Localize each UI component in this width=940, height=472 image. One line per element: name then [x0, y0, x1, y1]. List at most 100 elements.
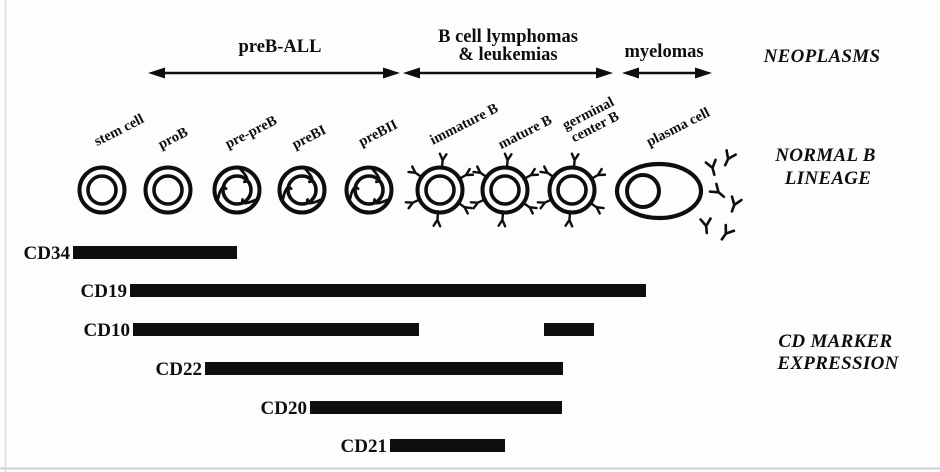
cell-label-line: stem cell: [92, 111, 147, 150]
surface-ig-receptor-icon: [503, 152, 513, 170]
antibody-y-icon-1: [723, 149, 737, 167]
cytoplasmic-mark: [304, 167, 314, 184]
cell-outer-membrane: [143, 165, 193, 215]
cell-outer-membrane: [344, 165, 394, 215]
surface-ig-receptor-icon: [438, 152, 448, 170]
neoplasm-arrows-group: [148, 67, 712, 79]
cell-label-line: plasma cell: [644, 105, 713, 151]
cell-nucleus: [286, 174, 318, 206]
neoplasm-arrowhead-left-1: [403, 67, 420, 79]
cell-outer-membrane: [415, 165, 465, 215]
cell-nucleus: [489, 174, 521, 206]
cytoplasmic-mark: [306, 198, 322, 205]
cell-label-line: preBII: [356, 117, 401, 150]
cell-label-line: mature B: [496, 112, 555, 153]
surface-ig-receptor-icon: [404, 197, 422, 210]
cd-row-label-cd21: CD21: [341, 436, 387, 457]
cd-row-label-cd10: CD10: [84, 320, 130, 341]
neoplasm-span-label-line: myelomas: [624, 42, 703, 62]
cd-bar-cd20-segment-0: [310, 401, 562, 414]
neoplasm-arrowhead-right-0: [383, 67, 400, 79]
surface-ig-receptor-icon: [564, 210, 574, 228]
cd-row-cd10: CD10: [84, 320, 594, 341]
surface-ig-receptor-icon: [432, 210, 442, 228]
surface-ig-receptor-icon: [589, 167, 607, 181]
cell-mature-b: mature B: [469, 112, 555, 228]
neoplasm-arrowhead-right-1: [596, 67, 613, 79]
cytoplasmic-mark: [216, 185, 228, 201]
secreted-antibodies-group: [699, 149, 743, 241]
cd-bar-cd10-segment-0: [133, 323, 419, 336]
cd-row-cd21: CD21: [341, 436, 505, 457]
cell-outer-membrane: [77, 165, 127, 215]
cd-row-label-cd22: CD22: [156, 359, 202, 380]
cd-row-label-cd20: CD20: [261, 398, 307, 419]
cell-nucleus: [86, 174, 118, 206]
antibody-y-icon-3: [730, 195, 743, 213]
cell-label-line: proB: [156, 124, 191, 153]
surface-ig-receptor-icon: [539, 165, 556, 179]
cd-row-cd22: CD22: [156, 359, 563, 380]
neoplasm-span-label-line: & leukemias: [458, 45, 557, 65]
cytoplasmic-mark: [241, 198, 257, 205]
surface-ig-receptor-icon: [469, 197, 487, 210]
neoplasm-span-label-0: preB-ALL: [239, 37, 322, 57]
surface-ig-receptor-icon: [407, 165, 424, 179]
cd-bar-cd21-segment-0: [390, 439, 505, 452]
surface-ig-receptor-icon: [522, 167, 540, 181]
cell-label-prebii: preBII: [356, 117, 401, 150]
cell-prebi: preBI: [277, 122, 330, 215]
antibody-y-icon-0: [704, 158, 717, 176]
cell-label-mature-b: mature B: [496, 112, 555, 153]
neoplasm-span-labels-group: preB-ALL B cell lymphomas& leukemias myelo…: [239, 27, 704, 65]
plasma-cell-body: [614, 161, 704, 221]
cell-prob: proB: [143, 124, 193, 215]
cell-outer-membrane: [212, 165, 262, 215]
cell-outer-membrane: [547, 165, 597, 215]
cell-plasma-cell: plasma cell: [614, 105, 713, 221]
lineage-label-line1: NORMAL B: [774, 145, 875, 166]
cell-label-stem-cell: stem cell: [92, 111, 147, 150]
cytoplasmic-mark: [373, 198, 389, 205]
antibody-y-icon-4: [699, 217, 712, 235]
cell-label-immature-b: immature B: [427, 100, 501, 148]
normal-b-lineage-section-label: NORMAL B LINEAGE: [774, 145, 880, 189]
surface-ig-receptor-icon: [521, 201, 538, 215]
cell-nucleus: [424, 174, 456, 206]
cell-pre-preb: pre-preB: [212, 112, 280, 215]
cell-label-prob: proB: [156, 124, 191, 153]
cd-row-cd20: CD20: [261, 398, 562, 419]
lineage-label-line2: LINEAGE: [784, 168, 872, 189]
neoplasm-span-label-line: preB-ALL: [239, 37, 322, 57]
cd-bar-cd10-segment-1: [544, 323, 594, 336]
cell-nucleus: [556, 174, 588, 206]
cytoplasmic-mark: [371, 167, 381, 184]
cd-label-line2: EXPRESSION: [776, 353, 899, 374]
cd-row-label-cd34: CD34: [24, 243, 71, 264]
cell-label-line: immature B: [427, 100, 501, 148]
lineage-cells-group: stem cell proB pre-preB preBI preBII immature…: [77, 94, 713, 228]
surface-ig-receptor-icon: [588, 201, 605, 215]
cell-outer-membrane: [277, 165, 327, 215]
cell-label-plasma-cell: plasma cell: [644, 105, 713, 151]
cytoplasmic-mark: [348, 185, 360, 201]
cell-nucleus: [221, 174, 253, 206]
neoplasm-span-label-2: myelomas: [624, 42, 703, 62]
surface-ig-receptor-icon: [570, 152, 580, 170]
cd-bar-cd19-segment-0: [130, 284, 646, 297]
cd-row-cd34: CD34: [24, 243, 237, 264]
cell-prebii: preBII: [344, 117, 401, 215]
surface-ig-receptor-icon: [497, 210, 507, 228]
cell-label-germinal-center-b: germinalcenter B: [560, 94, 624, 147]
cell-immature-b: immature B: [404, 100, 501, 228]
cd-bar-cd22-segment-0: [205, 362, 563, 375]
neoplasm-span-label-line: B cell lymphomas: [438, 27, 578, 47]
cd-bar-cd34-segment-0: [73, 246, 237, 259]
cell-label-prebi: preBI: [290, 122, 330, 153]
surface-ig-receptor-icon: [456, 201, 473, 215]
cell-nucleus: [152, 174, 184, 206]
cd-row-cd19: CD19: [81, 281, 646, 302]
cell-label-line: preBI: [290, 122, 330, 153]
